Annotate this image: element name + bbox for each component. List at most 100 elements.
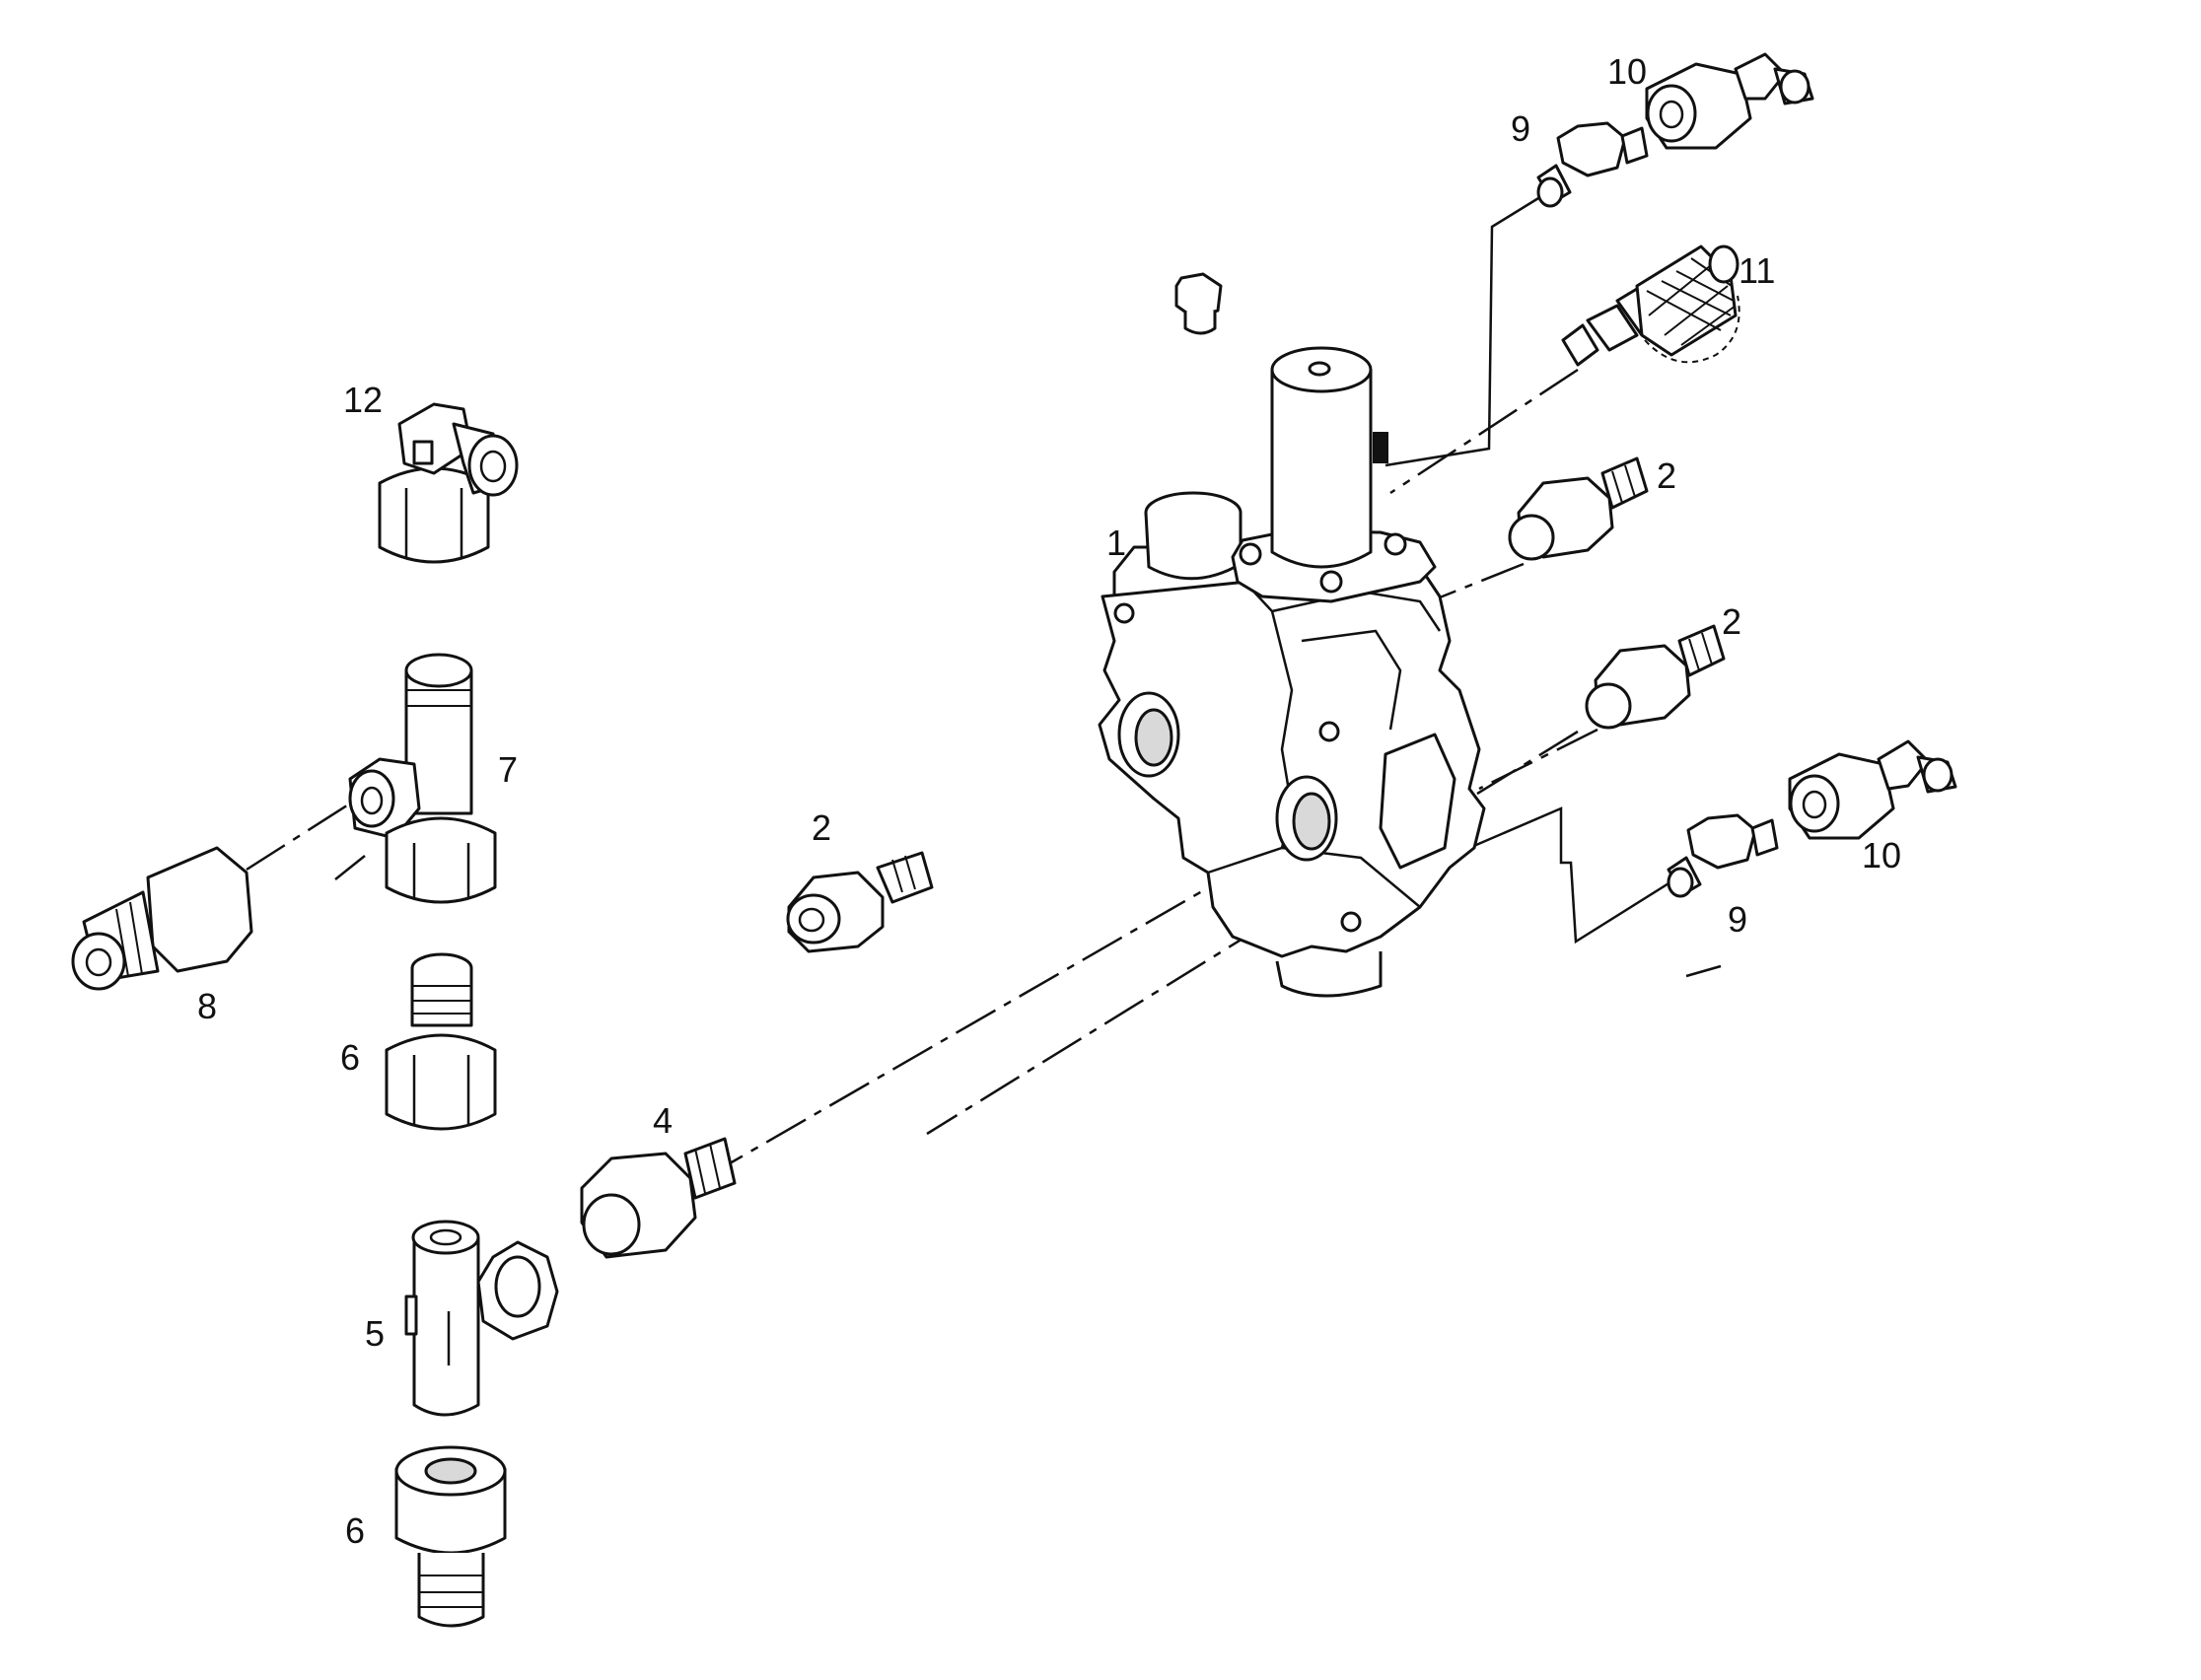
- strainer-part-11: [1561, 245, 1740, 367]
- fitting-2-lr-thread: [1677, 624, 1726, 677]
- leader-11: [1389, 368, 1579, 495]
- callout-9-lower: 9: [1728, 899, 1747, 940]
- elbow-part-12: [378, 402, 519, 564]
- elbow-12-flats: [404, 488, 463, 557]
- elbow-10u-end: [1779, 69, 1810, 105]
- adapter-9u-face: [1536, 176, 1564, 208]
- callout-10-upper: 10: [1607, 51, 1647, 92]
- valve-cap-body: [1144, 512, 1242, 581]
- callout-6-lower: 6: [345, 1510, 365, 1551]
- elbow-10u-bore: [1659, 100, 1684, 129]
- fitting-8-face: [71, 932, 126, 991]
- callout-labels: 1 2 2 2 4 5 6 6 7 8 9 9 10 10 11 12: [197, 51, 1901, 1551]
- adapter-9u-hex: [1556, 121, 1627, 177]
- callout-2-lower-right: 2: [1722, 601, 1741, 642]
- elbow-10u-face: [1646, 84, 1697, 143]
- fitting-4-face: [582, 1193, 641, 1256]
- tee-5-branch-face: [494, 1255, 541, 1318]
- tee-5-body: [412, 1237, 480, 1417]
- tee-5-top: [411, 1220, 480, 1255]
- fitting-4-thread: [683, 1137, 737, 1200]
- callout-2-upper-right: 2: [1657, 455, 1676, 496]
- strainer-11-chain: [1644, 295, 1740, 364]
- tee-7-nut: [385, 816, 497, 904]
- elbow-10u-bend: [1734, 52, 1787, 101]
- fitting-part-2-lower-right: [1585, 624, 1726, 730]
- fitting-6u-threads: [412, 985, 471, 1015]
- leader-9-lower-stub: [1685, 964, 1722, 978]
- fitting-2-left-threads: [891, 855, 916, 893]
- fitting-6u-flats: [412, 1055, 470, 1124]
- fitting-2-ur-threads: [1611, 464, 1636, 504]
- port-left-inner: [1134, 708, 1173, 767]
- mount-hole-1: [1113, 602, 1135, 624]
- callout-4: 4: [653, 1100, 673, 1141]
- fitting-6u-thread: [410, 968, 473, 1027]
- plug-small: [1174, 272, 1223, 335]
- fitting-4-threads: [694, 1143, 721, 1194]
- port-front-inner: [1292, 792, 1331, 851]
- fitting-part-6-lower: [394, 1445, 507, 1628]
- strainer-11-thread: [1586, 304, 1639, 352]
- elbow-12-face: [467, 434, 519, 497]
- fitting-6l-thread: [417, 1553, 485, 1628]
- callout-12: 12: [343, 380, 383, 420]
- leader-8-stub: [334, 855, 366, 880]
- tee-5-flat: [404, 1295, 418, 1336]
- tee-part-7: [348, 653, 497, 904]
- callout-10-lower: 10: [1862, 835, 1901, 875]
- fitting-2-left-face: [786, 893, 841, 945]
- fitting-8-bore: [85, 947, 112, 977]
- valve-body-part-1: [1098, 346, 1486, 998]
- leader-8-7: [246, 802, 351, 872]
- fitting-2-ur-face: [1508, 514, 1555, 561]
- adapter-9u-thread: [1620, 126, 1649, 165]
- flange-bolt-3: [1319, 570, 1343, 594]
- strainer-11-end: [1708, 245, 1740, 284]
- leader-9-lower: [1468, 806, 1682, 945]
- mount-hole-2: [1318, 721, 1340, 742]
- fitting-6u-nut: [385, 1033, 497, 1131]
- elbow-10l-bore: [1802, 790, 1827, 819]
- plug-stem: [1183, 311, 1217, 335]
- callout-6-upper: 6: [340, 1037, 360, 1078]
- tee-7-branch-bore: [360, 786, 384, 815]
- callout-9-upper: 9: [1511, 108, 1530, 149]
- adapter-part-9-lower: [1667, 813, 1779, 898]
- tee-7-threads: [406, 689, 471, 707]
- fitting-2-lr-face: [1585, 682, 1632, 730]
- plug-hex: [1174, 272, 1223, 319]
- elbow-part-10-upper: [1645, 52, 1814, 150]
- valve-housing: [1098, 550, 1486, 958]
- solenoid-screw: [1308, 361, 1331, 377]
- callout-5: 5: [365, 1313, 385, 1354]
- callout-11: 11: [1739, 250, 1775, 291]
- fitting-part-2-left: [786, 851, 934, 953]
- leader-2-upper-right: [1429, 562, 1525, 603]
- strainer-11-tip: [1561, 323, 1599, 367]
- callout-7: 7: [498, 749, 518, 790]
- adapter-part-9-upper: [1536, 121, 1649, 208]
- elbow-10l-bend: [1877, 739, 1930, 791]
- leader-9-upper: [1384, 193, 1544, 467]
- fitting-8-threads: [115, 901, 143, 977]
- solenoid-connector: [1373, 432, 1388, 463]
- callout-1: 1: [1106, 523, 1126, 563]
- fitting-part-8: [71, 846, 253, 991]
- adapter-9l-hex: [1686, 813, 1757, 870]
- flange-bolt-1: [1239, 542, 1262, 566]
- flange-bolt-2: [1384, 532, 1407, 556]
- elbow-part-10-lower: [1788, 739, 1957, 840]
- elbow-12-flat: [412, 440, 434, 465]
- fitting-6l-threads: [419, 1575, 483, 1608]
- tee-7-nut-flats: [412, 843, 470, 897]
- elbow-10l-face: [1789, 774, 1840, 833]
- valve-rib: [1301, 629, 1402, 731]
- elbow-12-bore: [479, 450, 507, 483]
- fitting-8-nut: [146, 846, 253, 973]
- leader-2-lower-right: [1478, 728, 1598, 791]
- callout-8: 8: [197, 986, 217, 1026]
- adapter-9l-face: [1667, 867, 1694, 898]
- fitting-2-left-bore: [798, 907, 825, 933]
